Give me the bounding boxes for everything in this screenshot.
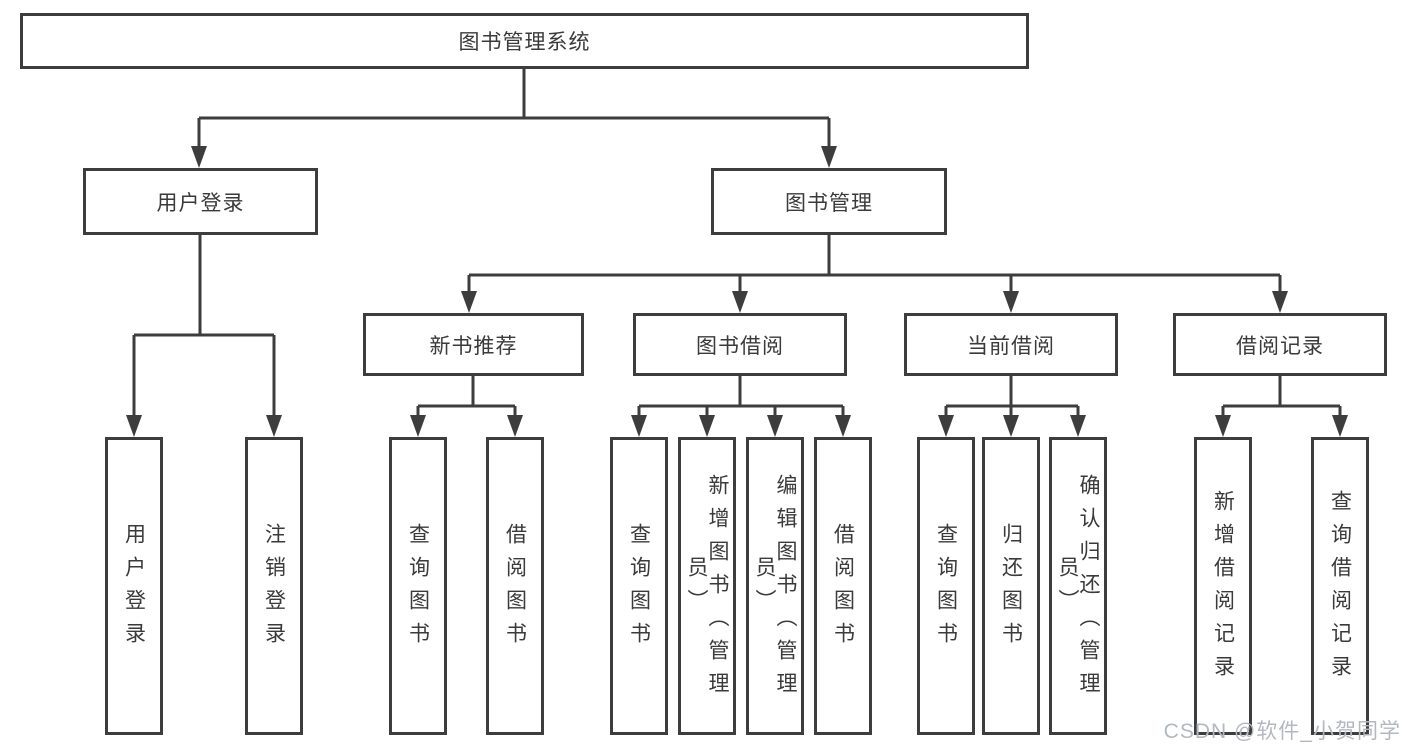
node-current-borrow: 当前借阅 bbox=[904, 313, 1118, 376]
connector-root-to-level1 bbox=[197, 69, 831, 150]
arrowheads-borrow-record-children bbox=[1215, 415, 1348, 437]
connector-borrow-record-children bbox=[1221, 376, 1342, 419]
arrowheads-user-login-children bbox=[126, 415, 282, 437]
leaf-borrow-books-recommend: 借阅图书 bbox=[486, 437, 544, 735]
connector-new-book-children bbox=[416, 376, 517, 419]
leaf-add-borrow-record: 新增借阅记录 bbox=[1194, 437, 1252, 735]
connector-user-login-children bbox=[132, 235, 276, 419]
connector-book-borrow-children bbox=[637, 376, 845, 419]
node-new-book-recommend: 新书推荐 bbox=[363, 313, 584, 376]
leaf-return-books: 归还图书 bbox=[982, 437, 1040, 735]
leaf-user-login: 用户登录 bbox=[105, 437, 163, 735]
arrowheads-book-borrow-children bbox=[631, 415, 851, 437]
connector-book-management-to-level2 bbox=[467, 235, 1282, 295]
arrowheads-level2 bbox=[461, 291, 1288, 313]
arrowheads-level1 bbox=[191, 146, 837, 168]
csdn-watermark: CSDN @软件_小贺同学 bbox=[1163, 720, 1401, 743]
node-borrow-record: 借阅记录 bbox=[1173, 313, 1387, 376]
node-user-login: 用户登录 bbox=[83, 168, 318, 235]
leaf-confirm-return-admin: 确认归还（管理员） bbox=[1049, 437, 1107, 735]
leaf-borrow-books: 借阅图书 bbox=[814, 437, 872, 735]
leaf-add-books-admin: 新增图书（管理员） bbox=[678, 437, 736, 735]
arrowheads-current-borrow-children bbox=[938, 415, 1086, 437]
leaf-query-borrow-record: 查询借阅记录 bbox=[1311, 437, 1369, 735]
leaf-query-books-recommend: 查询图书 bbox=[389, 437, 447, 735]
leaf-query-books-borrow: 查询图书 bbox=[610, 437, 668, 735]
leaf-query-books-current: 查询图书 bbox=[917, 437, 975, 735]
node-book-management: 图书管理 bbox=[711, 168, 947, 235]
leaf-edit-books-admin: 编辑图书（管理员） bbox=[746, 437, 804, 735]
leaf-logout: 注销登录 bbox=[245, 437, 303, 735]
node-book-borrow: 图书借阅 bbox=[633, 313, 847, 376]
arrowheads-new-book-children bbox=[410, 415, 523, 437]
node-root-library-system: 图书管理系统 bbox=[20, 13, 1029, 69]
connector-current-borrow-children bbox=[944, 376, 1080, 419]
